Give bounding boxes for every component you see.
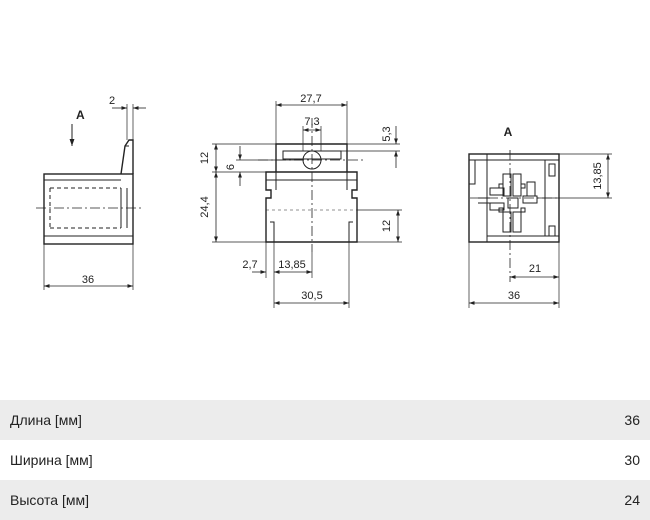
dim-view-a-inner: 21 xyxy=(529,263,541,275)
dim-front-right-mid: 12 xyxy=(381,220,393,232)
spec-row-length: Длина [мм] 36 xyxy=(0,400,650,440)
spec-row-height: Высота [мм] 24 xyxy=(0,480,650,520)
view-a: A xyxy=(468,125,612,308)
side-tab xyxy=(120,139,134,175)
dim-front-bottom-small: 2,7 xyxy=(242,259,257,271)
spec-table: Длина [мм] 36 Ширина [мм] 30 Высота [мм]… xyxy=(0,400,650,520)
dim-front-left-inner: 6 xyxy=(225,164,237,170)
view-a-title: A xyxy=(504,125,513,139)
front-view: 27,7 7,3 5,3 12 6 24,4 12 xyxy=(199,93,402,308)
dim-view-a-bottom: 36 xyxy=(508,290,520,302)
dim-side-bottom: 36 xyxy=(82,274,94,286)
dim-front-bottom-full: 30,5 xyxy=(301,290,322,302)
spec-value: 36 xyxy=(624,412,640,428)
dim-front-left-top: 12 xyxy=(199,152,211,164)
spec-label: Длина [мм] xyxy=(10,412,82,428)
technical-drawing: A 2 36 xyxy=(36,93,612,308)
spec-label: Высота [мм] xyxy=(10,492,89,508)
view-a-label: A xyxy=(76,108,85,122)
terminal-pins xyxy=(478,173,538,233)
side-view: A 2 36 xyxy=(36,95,146,290)
side-body xyxy=(43,173,134,245)
spec-label: Ширина [мм] xyxy=(10,452,93,468)
dim-front-bottom-mid: 13,85 xyxy=(278,259,306,271)
dim-front-inner: 7,3 xyxy=(304,116,319,128)
dim-front-top: 27,7 xyxy=(300,93,321,105)
spec-row-width: Ширина [мм] 30 xyxy=(0,440,650,480)
front-body xyxy=(265,171,358,243)
dim-front-right-top: 5,3 xyxy=(381,126,393,141)
spec-value: 24 xyxy=(624,492,640,508)
dim-front-left-mid: 24,4 xyxy=(199,196,211,217)
dim-side-top: 2 xyxy=(109,95,115,107)
front-tab xyxy=(275,143,348,172)
dim-view-a-right: 13,85 xyxy=(592,162,604,190)
spec-value: 30 xyxy=(624,452,640,468)
